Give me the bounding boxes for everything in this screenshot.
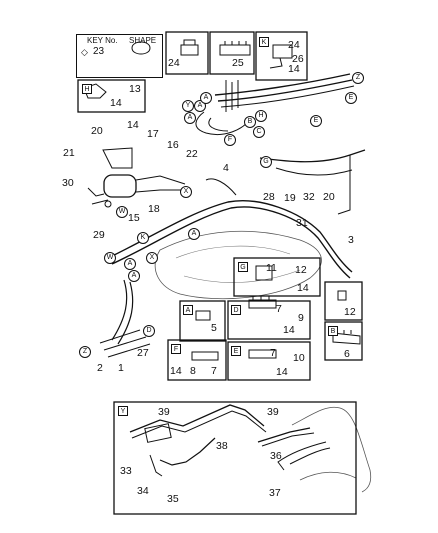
callout-14: 14 xyxy=(283,324,295,336)
marker-y: Y xyxy=(182,100,194,112)
marker-c: C xyxy=(253,126,265,138)
callout-8: 8 xyxy=(190,365,196,377)
callout-32: 32 xyxy=(303,191,315,203)
box-marker-h: H xyxy=(82,84,92,94)
callout-2: 2 xyxy=(97,362,103,374)
shape-header: SHAPE xyxy=(129,36,157,45)
callout-4: 4 xyxy=(223,162,229,174)
callout-14: 14 xyxy=(276,366,288,378)
callout-10: 10 xyxy=(293,352,305,364)
callout-6: 6 xyxy=(344,348,350,360)
marker-x: X xyxy=(146,252,158,264)
key-number-table: KEY No. SHAPE ◇ 23 xyxy=(76,34,163,78)
callout-14: 14 xyxy=(297,282,309,294)
marker-w: W xyxy=(116,206,128,218)
box-marker-d: D xyxy=(231,305,241,315)
marker-z: Z xyxy=(352,72,364,84)
callout-22: 22 xyxy=(186,148,198,160)
callout-24: 24 xyxy=(168,57,180,69)
callout-39: 39 xyxy=(158,406,170,418)
marker-a: A xyxy=(188,228,200,240)
callout-21: 21 xyxy=(63,147,75,159)
callout-20: 20 xyxy=(323,191,335,203)
callout-15: 15 xyxy=(128,212,140,224)
callout-35: 35 xyxy=(167,493,179,505)
callout-27: 27 xyxy=(137,347,149,359)
marker-h: H xyxy=(255,110,267,122)
callout-7: 7 xyxy=(270,347,276,359)
callout-36: 36 xyxy=(270,450,282,462)
callout-33: 33 xyxy=(120,465,132,477)
marker-e: E xyxy=(345,92,357,104)
callout-5: 5 xyxy=(211,322,217,334)
callout-7: 7 xyxy=(211,365,217,377)
callout-14: 14 xyxy=(170,365,182,377)
callout-18: 18 xyxy=(148,203,160,215)
callout-7: 7 xyxy=(276,303,282,315)
box-marker-e: E xyxy=(231,346,241,356)
callout-26: 26 xyxy=(292,53,304,65)
marker-g: G xyxy=(260,156,272,168)
callout-11: 11 xyxy=(266,262,277,274)
callout-20: 20 xyxy=(91,125,103,137)
marker-d: D xyxy=(143,325,155,337)
box-marker-g: G xyxy=(238,262,248,272)
callout-17: 17 xyxy=(147,128,159,140)
box-marker-f: F xyxy=(171,344,181,354)
marker-a: A xyxy=(200,92,212,104)
callout-14: 14 xyxy=(127,119,139,131)
marker-f: F xyxy=(224,134,236,146)
marker-z: Z xyxy=(79,346,91,358)
marker-e: E xyxy=(310,115,322,127)
callout-30: 30 xyxy=(62,177,74,189)
box-marker-y: Y xyxy=(118,406,128,416)
callout-34: 34 xyxy=(137,485,149,497)
marker-k: K xyxy=(137,232,149,244)
callout-13: 13 xyxy=(129,83,141,95)
callout-19: 19 xyxy=(284,192,296,204)
callout-37: 37 xyxy=(269,487,281,499)
callout-1: 1 xyxy=(118,362,124,374)
callout-39: 39 xyxy=(267,406,279,418)
callout-16: 16 xyxy=(167,139,179,151)
callout-31: 31 xyxy=(296,217,308,229)
box-marker-b: B xyxy=(328,326,338,336)
callout-14: 14 xyxy=(110,97,122,109)
callout-24: 24 xyxy=(288,39,300,51)
callout-12: 12 xyxy=(344,306,356,318)
callout-25: 25 xyxy=(232,57,244,69)
callout-12: 12 xyxy=(295,264,307,276)
marker-a: A xyxy=(124,258,136,270)
callout-29: 29 xyxy=(93,229,105,241)
callout-28: 28 xyxy=(263,191,275,203)
callout-14: 14 xyxy=(288,63,300,75)
box-marker-k: K xyxy=(259,37,269,47)
callout-38: 38 xyxy=(216,440,228,452)
marker-a: A xyxy=(128,270,140,282)
key-header: KEY No. xyxy=(87,36,118,45)
marker-b: B xyxy=(244,116,256,128)
diamond-key-icon: ◇ xyxy=(81,47,88,57)
marker-x: X xyxy=(180,186,192,198)
box-marker-a: A xyxy=(183,305,193,315)
callout-9: 9 xyxy=(298,312,304,324)
key-number-value: 23 xyxy=(93,46,105,57)
callout-3: 3 xyxy=(348,234,354,246)
marker-w: W xyxy=(104,252,116,264)
marker-a: A xyxy=(184,112,196,124)
